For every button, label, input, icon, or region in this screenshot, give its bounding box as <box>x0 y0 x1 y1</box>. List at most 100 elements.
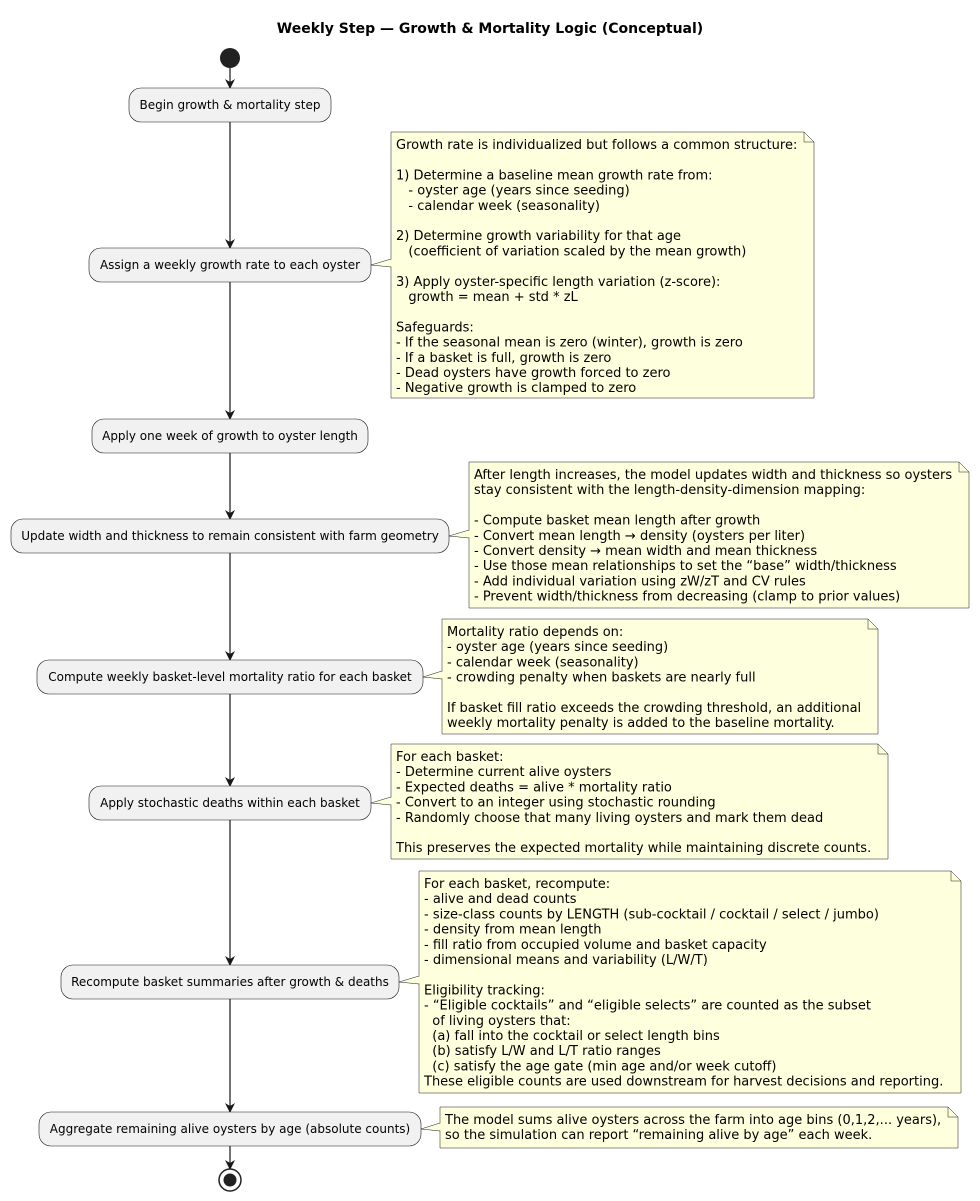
note: For each basket, recompute:- alive and d… <box>398 870 962 1094</box>
note-line: (coefficient of variation scaled by the … <box>396 244 746 259</box>
note-line: - Randomly choose that many living oyste… <box>396 811 823 826</box>
activity-node: Apply stochastic deaths within each bask… <box>88 785 372 821</box>
note-line: - Negative growth is clamped to zero <box>396 381 636 396</box>
note-connector <box>370 258 392 268</box>
note-line: - Compute basket mean length after growt… <box>474 514 760 529</box>
note-line: - Determine current alive oysters <box>396 765 612 780</box>
note-line: - Convert density → mean width and mean … <box>474 544 817 559</box>
activity-label: Recompute basket summaries after growth … <box>71 975 389 989</box>
note-line: 2) Determine growth variability for that… <box>396 229 681 244</box>
activity-node: Apply one week of growth to oyster lengt… <box>91 418 369 454</box>
note-line: - alive and dead counts <box>424 892 577 907</box>
activity-box <box>91 418 369 454</box>
note-line: - Add individual variation using zW/zT a… <box>474 574 806 589</box>
note-box <box>390 743 889 860</box>
note-connector <box>420 1122 441 1132</box>
note-line: (a) fall into the cocktail or select len… <box>424 1029 720 1044</box>
note-line: - If the seasonal mean is zero (winter),… <box>396 336 743 351</box>
note: After length increases, the model update… <box>448 461 970 609</box>
note-line: Mortality ratio depends on: <box>447 625 623 640</box>
note-connector <box>422 670 443 680</box>
note-line: The model sums alive oysters across the … <box>444 1113 941 1128</box>
note-fold <box>867 619 878 630</box>
activity-node: Update width and thickness to remain con… <box>10 518 450 554</box>
note-line: - oyster age (years since seeding) <box>396 184 630 199</box>
note-line: - “Eligible cocktails” and “eligible sel… <box>424 999 871 1014</box>
activity-label: Aggregate remaining alive oysters by age… <box>50 1122 410 1136</box>
start-node <box>220 48 240 68</box>
note-line: - oyster age (years since seeding) <box>447 640 668 655</box>
activity-box <box>128 87 332 123</box>
note-fold <box>958 462 969 473</box>
note-connector <box>370 796 392 806</box>
note-line: - Prevent width/thickness from decreasin… <box>474 590 900 605</box>
activity-node: Aggregate remaining alive oysters by age… <box>38 1111 422 1147</box>
activity-node: Assign a weekly growth rate to each oyst… <box>88 247 372 283</box>
activity-label: Update width and thickness to remain con… <box>21 529 439 543</box>
note-fold <box>950 871 961 882</box>
note-line: of living oysters that: <box>424 1014 571 1029</box>
note-line: - Convert to an integer using stochastic… <box>396 796 716 811</box>
activity-box <box>60 964 400 1000</box>
activity-label: Apply one week of growth to oyster lengt… <box>102 429 358 443</box>
note-line: weekly mortality penalty is added to the… <box>447 716 835 731</box>
note-line: - Dead oysters have growth forced to zer… <box>396 366 671 381</box>
note-line: - dimensional means and variability (L/W… <box>424 953 708 968</box>
activity-label: Apply stochastic deaths within each bask… <box>100 796 360 810</box>
note-line: This preserves the expected mortality wh… <box>395 841 871 856</box>
note-line: 1) Determine a baseline mean growth rate… <box>396 168 713 183</box>
note-line: (c) satisfy the age gate (min age and/or… <box>424 1059 776 1074</box>
end-node <box>218 1168 242 1192</box>
note-line: - crowding penalty when baskets are near… <box>447 671 756 686</box>
note-line: If basket fill ratio exceeds the crowdin… <box>447 701 861 716</box>
activity-box <box>88 785 372 821</box>
note-box <box>390 131 815 399</box>
note-connector <box>448 529 470 539</box>
activity-box <box>10 518 450 554</box>
note-line: so the simulation can report “remaining … <box>445 1128 872 1143</box>
note-line: 3) Apply oyster-specific length variatio… <box>396 275 720 290</box>
note-line: Eligibility tracking: <box>424 983 545 998</box>
note-line: - If a basket is full, growth is zero <box>396 351 611 366</box>
note-connector <box>398 975 420 985</box>
note-line: - calendar week (seasonality) <box>396 199 600 214</box>
note: For each basket:- Determine current aliv… <box>370 743 889 860</box>
activity-label: Assign a weekly growth rate to each oyst… <box>100 258 360 272</box>
note: The model sums alive oysters across the … <box>420 1106 959 1149</box>
activity-label: Begin growth & mortality step <box>140 98 321 112</box>
activity-box <box>38 1111 422 1147</box>
note-line: After length increases, the model update… <box>474 468 952 483</box>
note-line: - Use those mean relationships to set th… <box>474 559 897 574</box>
note-line: These eligible counts are used downstrea… <box>423 1075 943 1090</box>
note-line: growth = mean + std * zL <box>396 290 579 305</box>
activity-box <box>36 659 424 695</box>
note-line: - density from mean length <box>424 923 601 938</box>
note-fold <box>877 744 888 755</box>
note-line: (b) satisfy L/W and L/T ratio ranges <box>424 1044 661 1059</box>
note-line: stay consistent with the length-density-… <box>474 483 865 498</box>
activity-node: Compute weekly basket-level mortality ra… <box>36 659 424 695</box>
activity-node: Recompute basket summaries after growth … <box>60 964 400 1000</box>
note-box <box>439 1106 959 1149</box>
notes-layer: Growth rate is individualized but follow… <box>370 131 970 1149</box>
note-line: - Convert mean length → density (oysters… <box>474 529 805 544</box>
note-fold <box>947 1107 958 1118</box>
note-line: - fill ratio from occupied volume and ba… <box>424 938 767 953</box>
note-line: - calendar week (seasonality) <box>447 655 639 670</box>
note: Growth rate is individualized but follow… <box>370 131 815 399</box>
note-line: Growth rate is individualized but follow… <box>396 138 797 153</box>
activity-node: Begin growth & mortality step <box>128 87 332 123</box>
note-line: Safeguards: <box>396 320 474 335</box>
note-line: - size-class counts by LENGTH (sub-cockt… <box>424 907 879 922</box>
note-line: For each basket, recompute: <box>424 877 610 892</box>
note-box <box>468 461 970 609</box>
diagram-title: Weekly Step — Growth & Mortality Logic (… <box>277 21 703 37</box>
note-box <box>441 618 879 735</box>
note: Mortality ratio depends on:- oyster age … <box>422 618 879 735</box>
note-line: For each basket: <box>396 750 503 765</box>
note-fold <box>803 132 814 143</box>
activity-box <box>88 247 372 283</box>
note-box <box>418 870 962 1094</box>
